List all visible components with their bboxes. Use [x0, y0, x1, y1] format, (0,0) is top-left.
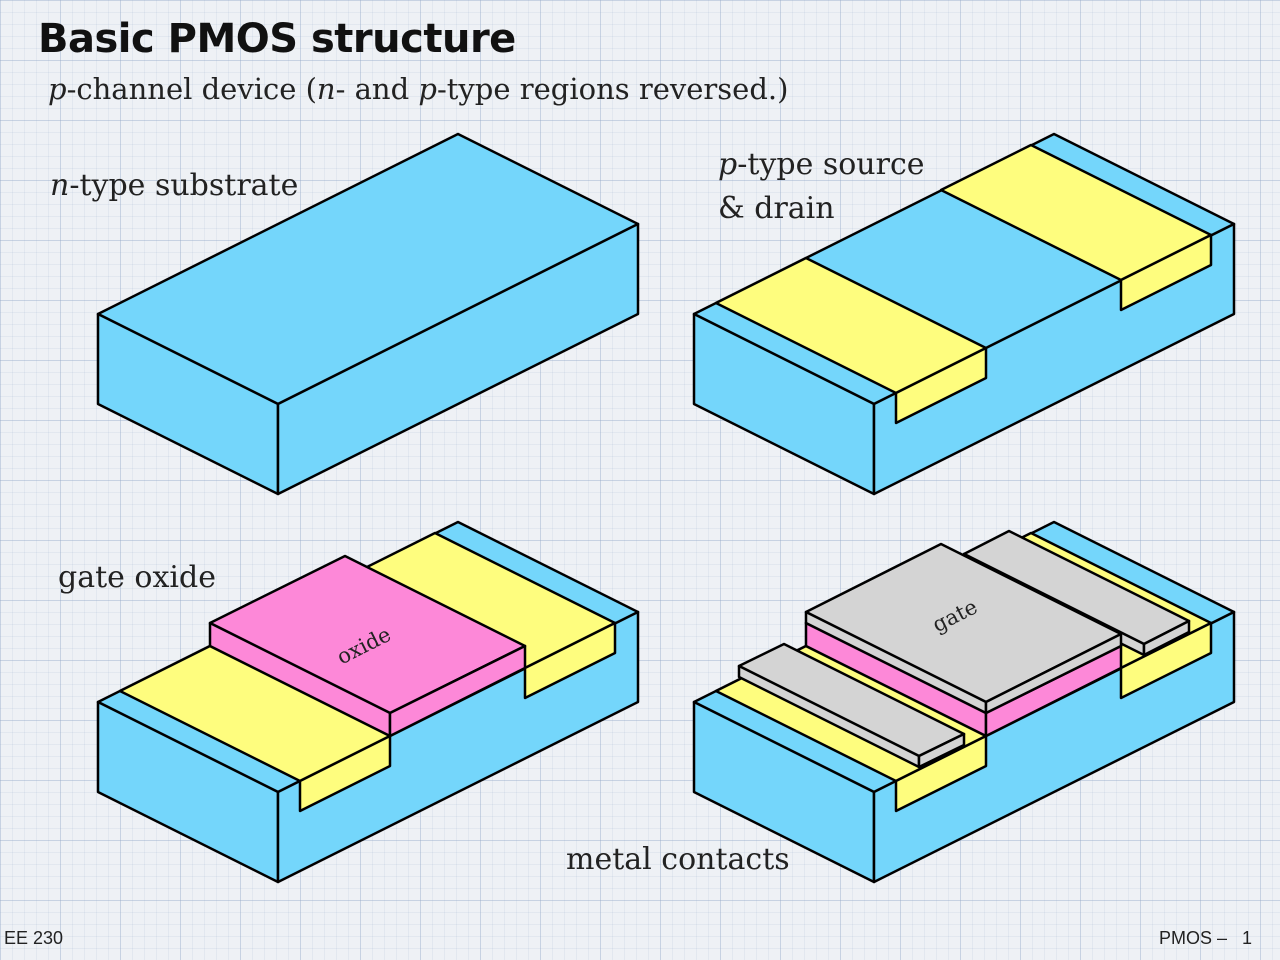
- drain-contact-side: [1142, 619, 1191, 657]
- drain-region-side: [1119, 621, 1213, 700]
- source-region-side: [298, 734, 392, 813]
- label-italic: p: [718, 147, 738, 182]
- source-drain-block: [692, 132, 1236, 496]
- substrate-label: n-type substrate: [50, 164, 298, 208]
- subtitle-italic-p: p: [418, 72, 437, 106]
- gate-metal-side: [984, 632, 1123, 715]
- slide-title: Basic PMOS structure: [38, 16, 516, 62]
- label-italic: n: [50, 168, 70, 203]
- footer-course: EE 230: [4, 928, 64, 948]
- metal-contacts-label: metal contacts: [566, 842, 790, 877]
- subtitle-italic-n: n: [316, 72, 336, 106]
- source-region-side: [894, 734, 988, 813]
- substrate-block: [96, 132, 640, 496]
- gate-oxide-label: gate oxide: [58, 560, 216, 595]
- oxide-right-face: [388, 644, 527, 738]
- subtitle-italic-p: p: [48, 72, 67, 106]
- source-drain-label-line2: & drain: [718, 191, 835, 226]
- source-drain-label: p-type source & drain: [718, 143, 925, 231]
- source-region-side: [894, 346, 988, 425]
- subtitle-text: -channel device (: [66, 72, 317, 106]
- metal-contacts-block: gate: [692, 520, 1236, 884]
- slide-subtitle: p-channel device (n- and p-type regions …: [48, 72, 788, 106]
- source-drain-label-line1: p-type source: [718, 143, 925, 187]
- label-text: -type source: [737, 147, 925, 182]
- substrate-right-face: [276, 222, 640, 496]
- subtitle-text: -type regions reversed.): [436, 72, 789, 106]
- drain-region-side: [523, 621, 617, 700]
- subtitle-text: - and: [335, 72, 419, 106]
- label-text: -type substrate: [69, 168, 299, 203]
- drain-region-side: [1119, 233, 1213, 312]
- footer-page: PMOS – 1: [1158, 928, 1252, 948]
- gate-oxide-block: oxide: [96, 520, 640, 884]
- source-contact-side: [917, 732, 966, 769]
